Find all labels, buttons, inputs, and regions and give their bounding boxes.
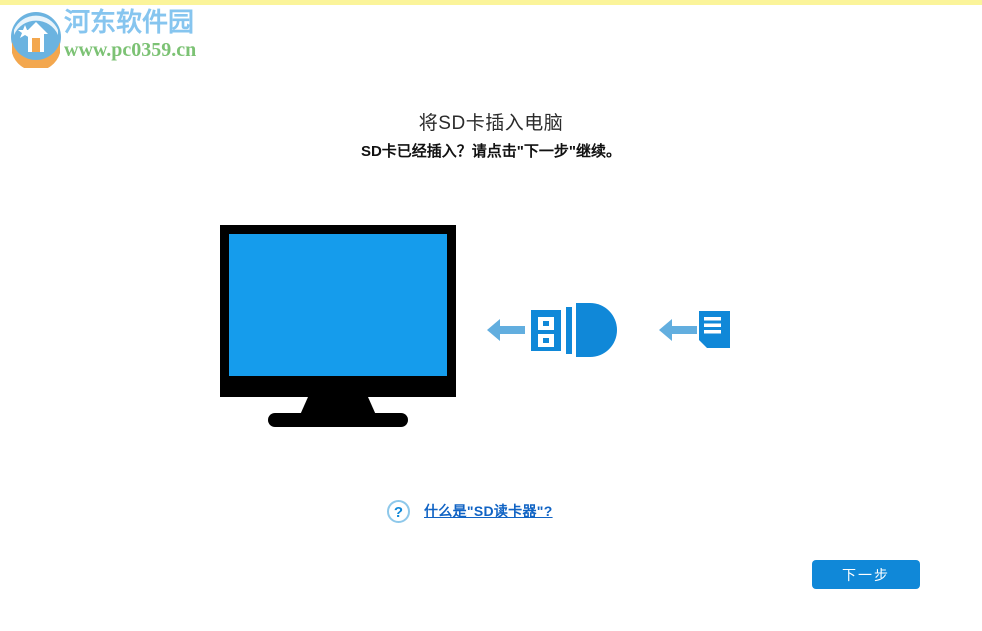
watermark-site-name: 河东软件园 — [64, 7, 195, 37]
next-button[interactable]: 下一步 — [812, 560, 920, 589]
sd-card-icon — [699, 311, 730, 348]
question-mark-circle-icon[interactable]: ? — [386, 499, 411, 524]
page-title: 将SD卡插入电脑 — [418, 113, 564, 134]
computer-monitor-icon — [220, 225, 456, 427]
hedong-circle-logo-icon — [8, 8, 64, 71]
arrow-left-icon — [659, 319, 697, 341]
watermark-url: www.pc0359.cn — [64, 39, 197, 61]
usb-card-reader-icon — [531, 303, 617, 357]
page-subtitle: SD卡已经插入？请点击"下一步"继续。 — [360, 143, 622, 160]
insert-sd-card-illustration — [180, 215, 800, 440]
watermark: 河东软件园 www.pc0359.cn — [8, 6, 238, 71]
arrow-left-icon — [487, 319, 525, 341]
help-link-row[interactable]: ? 什么是"SD读卡器"? — [386, 496, 553, 526]
top-accent-strip — [0, 0, 982, 5]
svg-text:?: ? — [394, 504, 403, 521]
what-is-sd-card-reader-link[interactable]: 什么是"SD读卡器"? — [424, 503, 553, 519]
watermark-text: 河东软件园 www.pc0359.cn — [64, 6, 234, 62]
